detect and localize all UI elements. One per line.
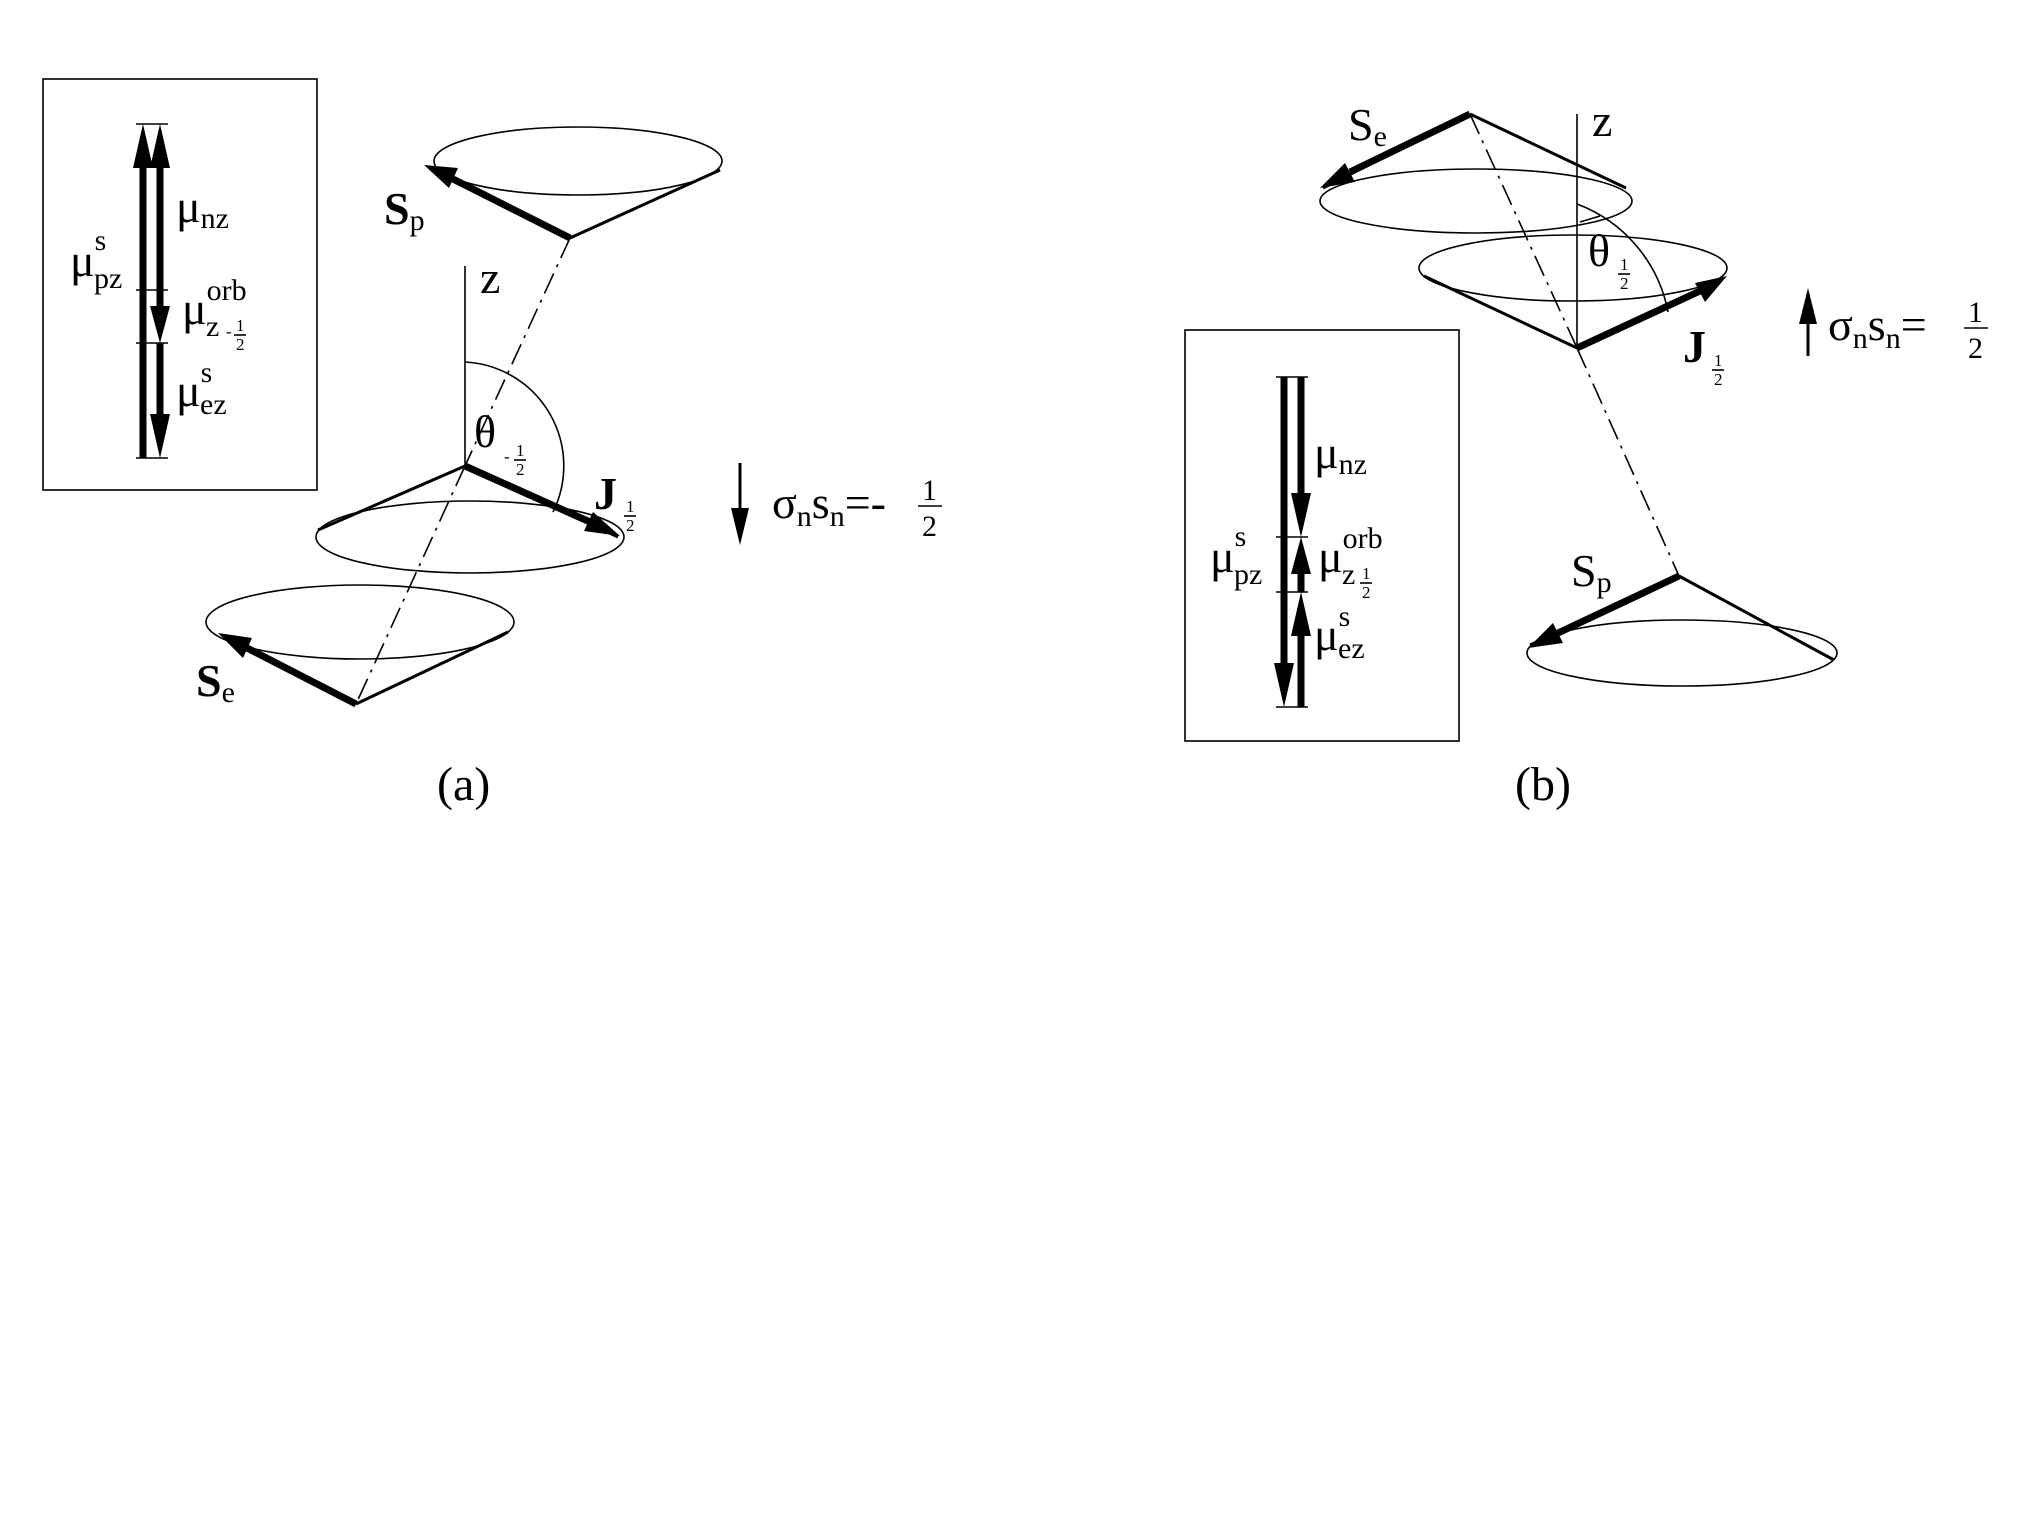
- angle-a-sub-den: 2: [516, 460, 525, 479]
- vector-se-b-arrowhead: [1320, 163, 1355, 188]
- cone-j-b: J 1 2: [1418, 234, 1728, 389]
- cone-se-a-edge-right: [355, 630, 509, 706]
- spin-arrow-a-head: [731, 508, 749, 545]
- caption-b: (b): [1515, 758, 1571, 811]
- vector-se-b: [1348, 110, 1472, 176]
- cone-sp-a-edge-right: [569, 168, 721, 240]
- panel-b: Se z θ 1 2 J 1 2 σnsn: [1184, 95, 1988, 811]
- cone-sp-a-base: [433, 126, 723, 196]
- vector-j-a-label: J: [594, 468, 617, 519]
- spin-label-b-num: 1: [1968, 296, 1983, 329]
- inset-b-mu-orb-arrowhead: [1291, 537, 1311, 574]
- vector-j-b-label: J: [1683, 321, 1706, 372]
- vector-j-b-sub-num: 1: [1714, 351, 1723, 370]
- inset-b-mu-pz-arrowhead: [1274, 663, 1294, 707]
- vector-sp-b-arrowhead: [1528, 623, 1563, 648]
- inset-a-mu-nz-arrowhead: [150, 124, 170, 168]
- inset-b-mu-orb-den: 2: [1362, 583, 1371, 602]
- inset-a-mu-orb-num: 1: [236, 316, 245, 335]
- precession-axis-a-upper: [464, 237, 571, 467]
- inset-a-mu-pz-arrowhead: [133, 124, 153, 168]
- cone-se-b-edge-right: [1469, 112, 1627, 190]
- cone-sp-b: Sp: [1526, 545, 1838, 687]
- cone-se-b: Se: [1319, 99, 1633, 234]
- inset-a-mu-nz-label: μnz: [176, 181, 229, 235]
- spin-label-b-den: 2: [1968, 332, 1983, 365]
- spin-label-a: σnsn=-: [772, 477, 886, 533]
- inset-a-frame: [42, 78, 318, 491]
- vector-j-b-sub-den: 2: [1714, 370, 1723, 389]
- inset-b-mu-orb-num: 1: [1362, 564, 1371, 583]
- inset-b-mu-nz-arrowhead: [1291, 493, 1311, 537]
- inset-b-frame: [1184, 329, 1460, 742]
- vector-j-a: [463, 462, 592, 526]
- vector-sp-a-label: Sp: [384, 183, 425, 237]
- inset-b-mu-nz-label: μnz: [1314, 427, 1367, 481]
- angle-a-label: θ: [474, 406, 496, 457]
- cone-j-b-base: [1418, 234, 1728, 302]
- vector-sp-b-label: Sp: [1571, 545, 1612, 599]
- inset-a-mu-orb-sign: -: [226, 322, 232, 341]
- angle-a-sub-num: 1: [516, 441, 525, 460]
- inset-a-mu-orb-den: 2: [236, 335, 245, 354]
- vector-sp-a-arrowhead: [424, 165, 458, 188]
- angle-b-sub-den: 2: [1620, 274, 1629, 293]
- vector-se-a-arrowhead: [218, 633, 252, 658]
- cone-se-b-base: [1319, 168, 1633, 234]
- inset-b-mu-ez-arrowhead: [1291, 592, 1311, 636]
- vector-sp-b: [1556, 572, 1681, 637]
- inset-a-mu-ez-arrowhead: [150, 414, 170, 458]
- cone-sp-a: Sp: [384, 126, 723, 242]
- cone-se-a-base: [205, 584, 515, 660]
- spin-label-a-num: 1: [922, 474, 937, 507]
- vector-j-a-sub-den: 2: [626, 516, 635, 535]
- angle-b-tick: [1579, 215, 1601, 223]
- caption-a: (a): [437, 758, 490, 811]
- vector-j-a-sub-num: 1: [626, 497, 635, 516]
- cone-sp-b-edge-right: [1678, 574, 1835, 662]
- cone-j-a-edge-left: [317, 464, 466, 532]
- angle-b-sub-num: 1: [1620, 255, 1629, 274]
- cone-j-a-base: [315, 500, 625, 574]
- inset-a-mu-orb-arrowhead: [150, 306, 170, 343]
- angle-arc-a: [464, 361, 565, 513]
- spin-label-a-den: 2: [922, 510, 937, 543]
- cone-se-a: Se: [196, 584, 515, 709]
- vector-sp-a: [451, 175, 572, 242]
- cone-j-a: J 1 2: [315, 462, 636, 574]
- cone-sp-b-base: [1526, 619, 1838, 687]
- precession-axis-b-upper: [1469, 113, 1578, 349]
- vector-j-b-arrowhead: [1695, 276, 1727, 302]
- vector-j-b: [1575, 287, 1702, 352]
- spin-arrow-b-head: [1799, 288, 1817, 324]
- precession-axis-a-lower: [355, 465, 466, 705]
- vector-se-a-label: Se: [196, 655, 235, 709]
- z-axis-b-label: z: [1592, 95, 1612, 146]
- angle-a-sub-sign: -: [504, 447, 510, 466]
- vector-se-b-label: Se: [1348, 99, 1387, 153]
- precession-axis-b-lower: [1576, 347, 1680, 577]
- angle-b-label: θ: [1588, 225, 1610, 276]
- vector-se-a: [245, 644, 358, 708]
- cone-j-b-edge-left: [1423, 274, 1578, 350]
- vector-j-a-arrowhead: [584, 512, 620, 536]
- z-axis-a-label: z: [480, 252, 500, 303]
- spin-label-b: σnsn=: [1828, 299, 1927, 355]
